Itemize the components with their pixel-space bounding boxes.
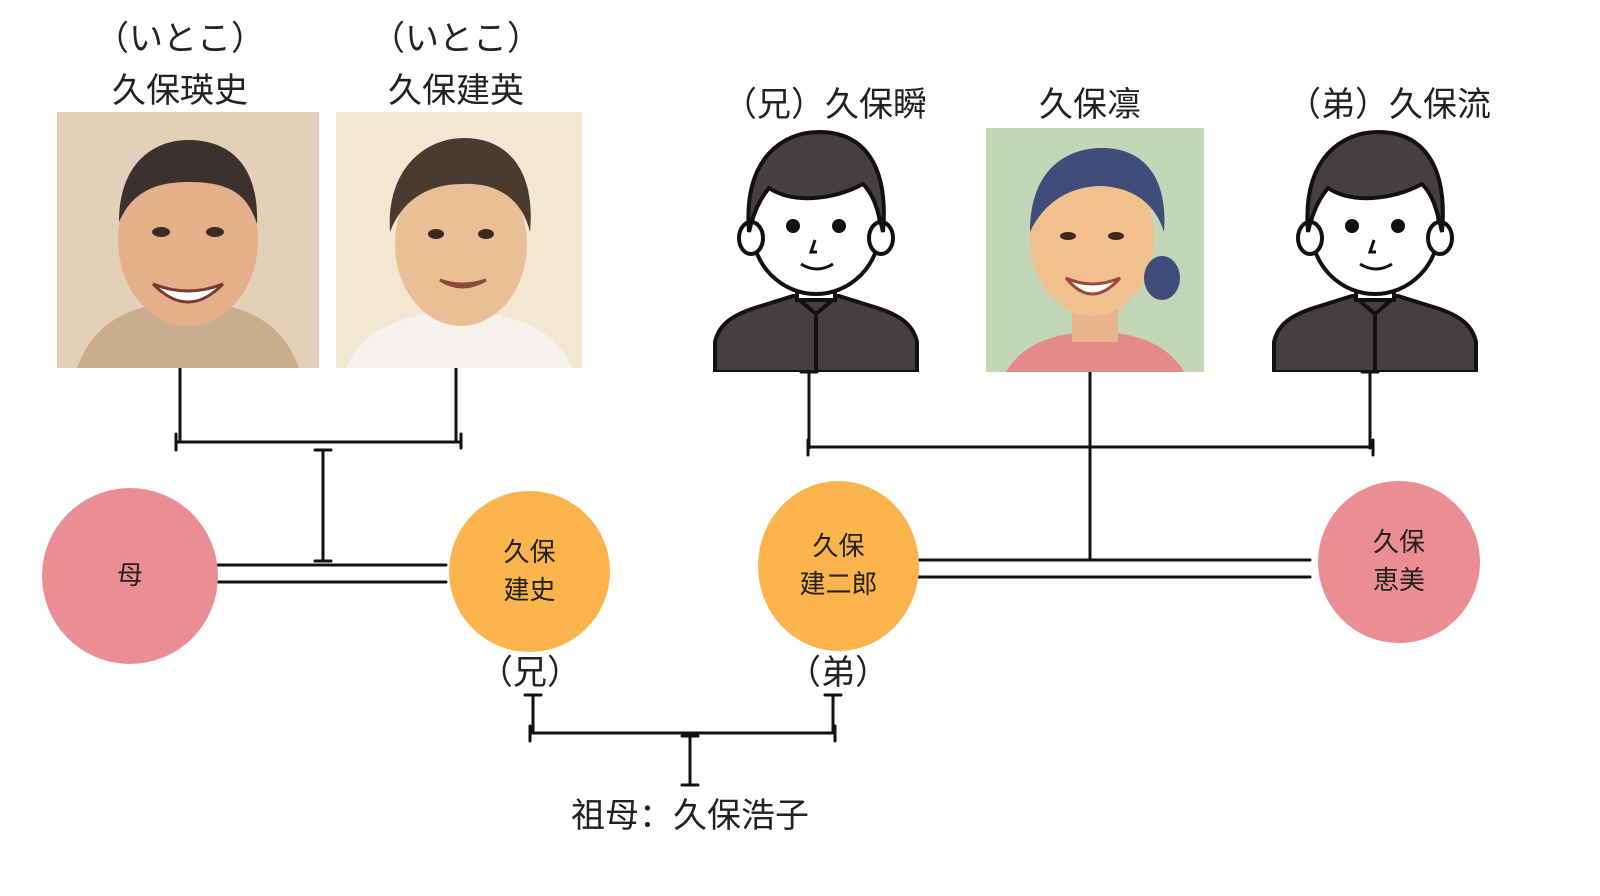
kenjiro-node: 久保 建二郎 (758, 481, 919, 651)
kenjiro-node-line2: 建二郎 (799, 570, 878, 600)
cousin2-relation: （いとこ） (371, 19, 541, 59)
connector-cousins-parent (313, 448, 333, 563)
mother-node: 母 (42, 488, 218, 664)
connector-cousin1 (170, 363, 190, 442)
connector-grandmother (680, 734, 700, 787)
emi-node-line2: 恵美 (1372, 566, 1425, 596)
connector-siblings-bar (806, 438, 1375, 457)
cousin2-portrait (336, 112, 582, 368)
kenjiro-tag: （弟） (787, 653, 889, 693)
connector-younger-brother (1360, 370, 1380, 450)
emi-node: 久保 恵美 (1318, 481, 1480, 643)
connector-kenji (523, 693, 543, 735)
kenji-node: 久保 建史 (449, 491, 610, 652)
connector-cousin2 (446, 363, 466, 442)
connector-kenjiro (823, 693, 843, 735)
marriage-line-left (210, 563, 448, 584)
older-brother-name: （兄）久保瞬 (723, 85, 927, 125)
self-name: 久保凛 (1039, 85, 1141, 125)
younger-brother-name: （弟）久保流 (1287, 85, 1491, 125)
cousin1-name: 久保瑛史 (112, 71, 248, 111)
older-brother-avatar-icon (713, 128, 919, 372)
kenji-node-line1: 久保 (503, 537, 556, 568)
emi-node-line1: 久保 (1372, 528, 1425, 558)
marriage-line-right (903, 558, 1312, 579)
cousin2-name: 久保建英 (388, 71, 524, 111)
connector-brothers-bar (528, 724, 837, 743)
kenjiro-node-line1: 久保 (812, 532, 865, 562)
cousin1-relation: （いとこ） (95, 19, 265, 59)
connector-older-brother (799, 370, 819, 450)
kenji-node-line2: 建史 (503, 575, 556, 606)
younger-brother-avatar-icon (1272, 128, 1478, 372)
self-portrait (986, 128, 1204, 372)
connector-cousins-bar (174, 432, 463, 452)
grandmother-label: 祖母：久保浩子 (571, 796, 809, 836)
cousin1-portrait (57, 112, 319, 368)
kenji-tag: （兄） (479, 653, 581, 693)
mother-node-label: 母 (116, 561, 143, 591)
